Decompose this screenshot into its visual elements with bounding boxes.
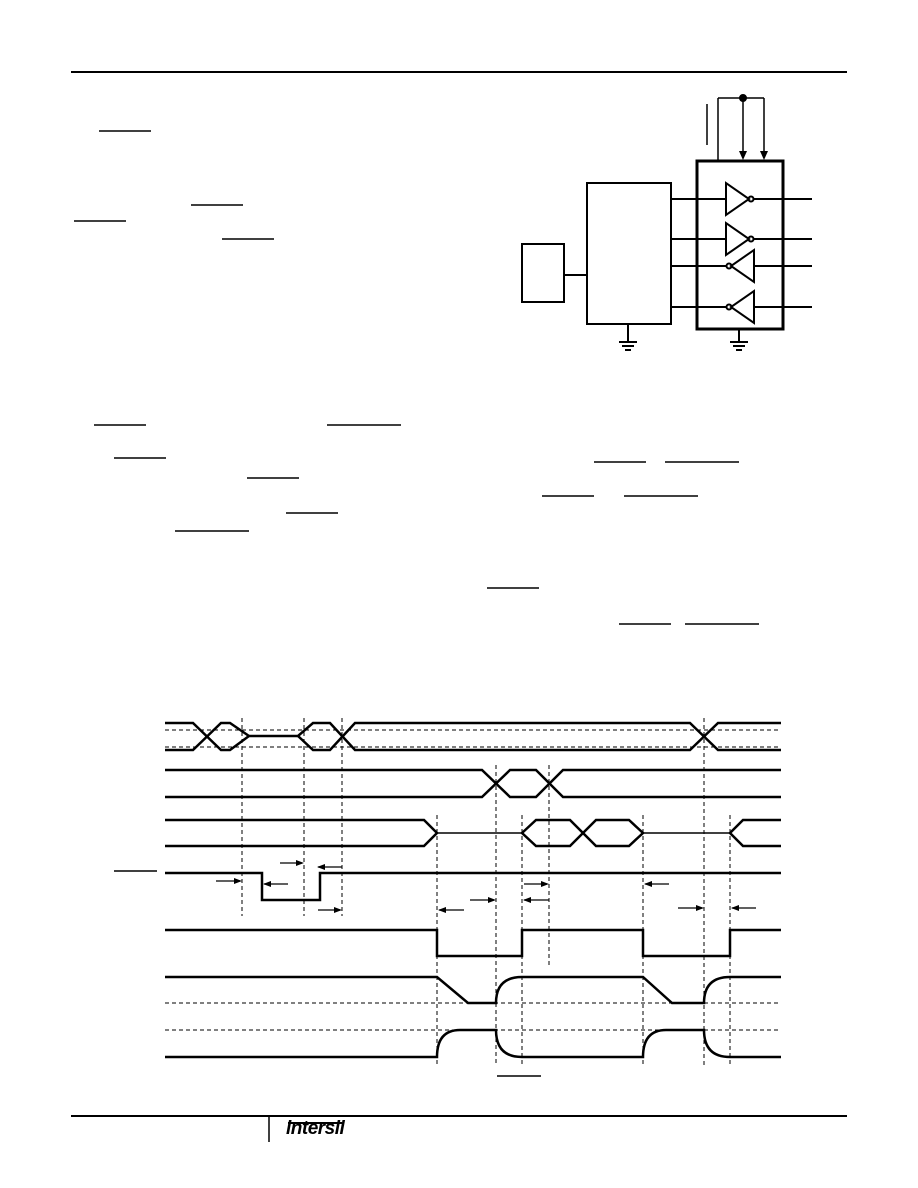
timing-row-1 xyxy=(165,721,781,752)
block-diagram xyxy=(521,94,812,351)
receiver-1 xyxy=(729,248,755,284)
small-block xyxy=(521,243,565,303)
timing-arrows xyxy=(216,860,756,913)
timing-row-3 xyxy=(165,818,781,848)
timing-row-7 xyxy=(165,1028,781,1059)
timing-row-5 xyxy=(165,928,781,958)
timing-row-2 xyxy=(165,768,781,799)
driver-1 xyxy=(725,181,751,217)
timing-row-6 xyxy=(165,975,781,1005)
timing-diagram xyxy=(165,718,781,1066)
receiver-2 xyxy=(729,289,755,325)
timing-row-4 xyxy=(165,871,781,902)
intersil-logo: intersil xyxy=(286,1118,345,1140)
intersil-logo-bar xyxy=(288,1122,343,1124)
text-overbars xyxy=(74,130,759,1077)
driver-2 xyxy=(725,221,751,257)
controller-block xyxy=(586,182,672,325)
